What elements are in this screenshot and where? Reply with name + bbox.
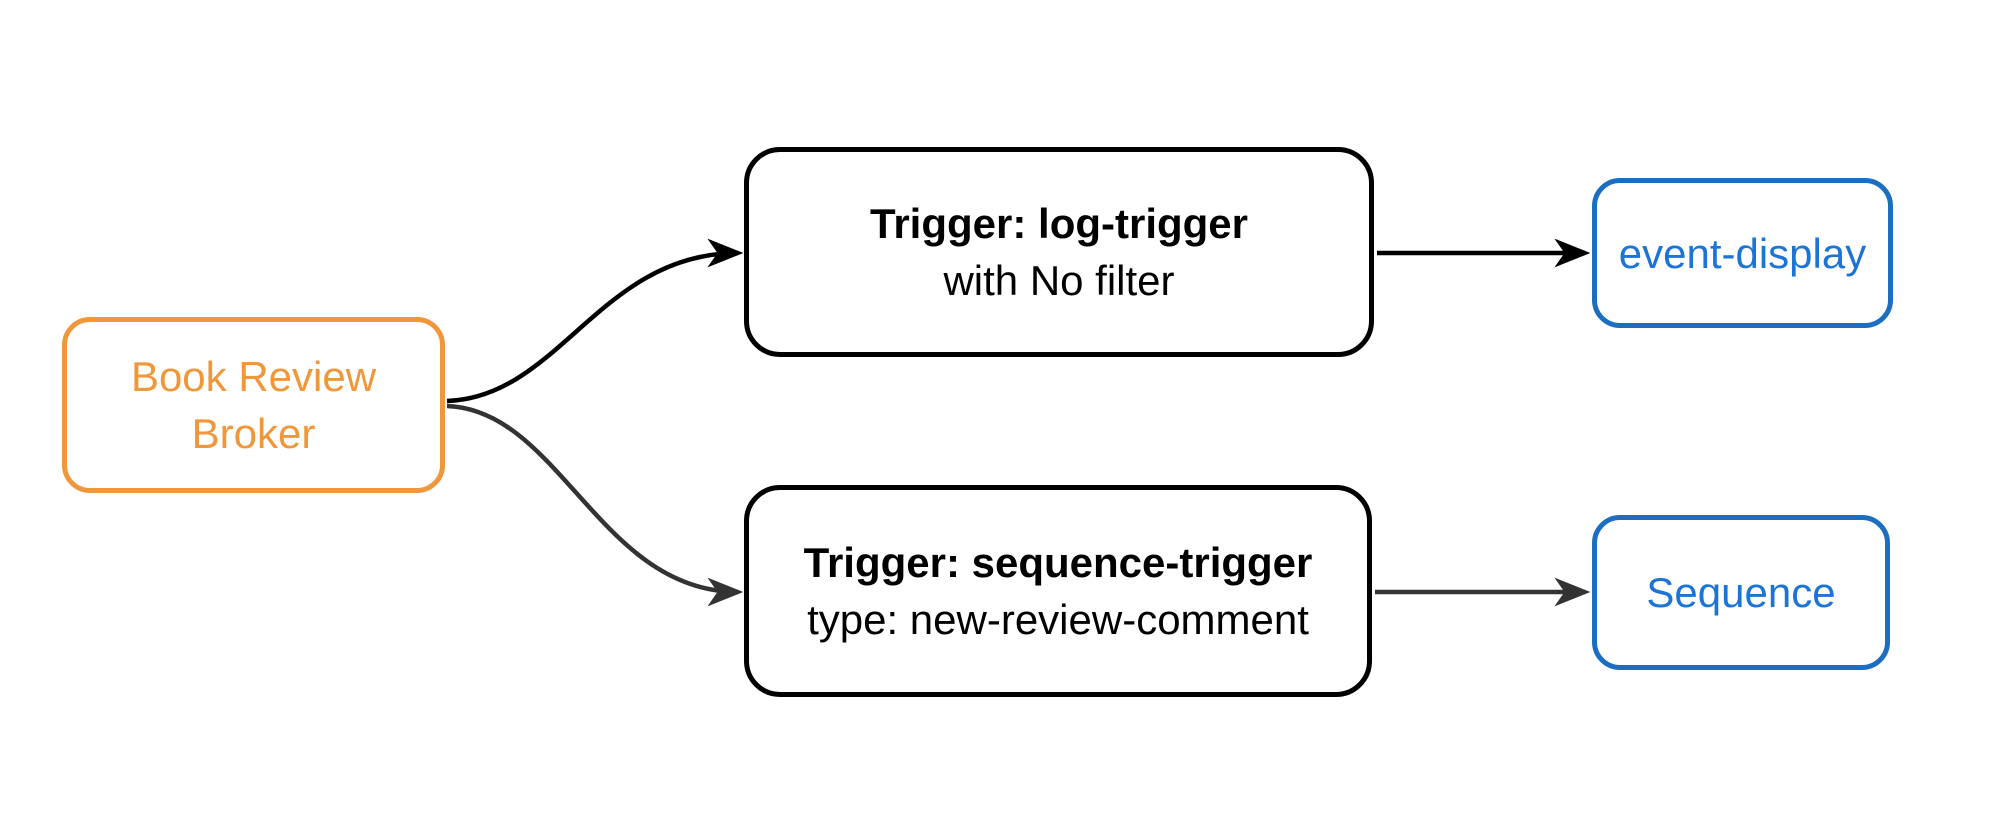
- node-subtitle: type: new-review-comment: [807, 596, 1309, 643]
- node-label-line: Broker: [191, 410, 316, 457]
- node-sequence: Sequence: [1592, 515, 1890, 670]
- node-title: Trigger: log-trigger: [870, 200, 1248, 247]
- node-label: Sequence: [1646, 569, 1836, 616]
- edge-broker-to-sequence-trigger: [446, 403, 744, 607]
- node-event-display: event-display: [1592, 178, 1893, 328]
- node-subtitle: with No filter: [943, 257, 1175, 304]
- node-book-review-broker: Book Review Broker: [62, 317, 445, 493]
- node-title: Trigger: sequence-trigger: [803, 539, 1313, 586]
- node-sequence-trigger: Trigger: sequence-trigger type: new-revi…: [744, 485, 1372, 697]
- node-log-trigger: Trigger: log-trigger with No filter: [744, 147, 1374, 357]
- edge-broker-to-log-trigger: [446, 238, 744, 404]
- node-label-line: Book Review: [130, 353, 377, 400]
- node-label: event-display: [1618, 229, 1867, 277]
